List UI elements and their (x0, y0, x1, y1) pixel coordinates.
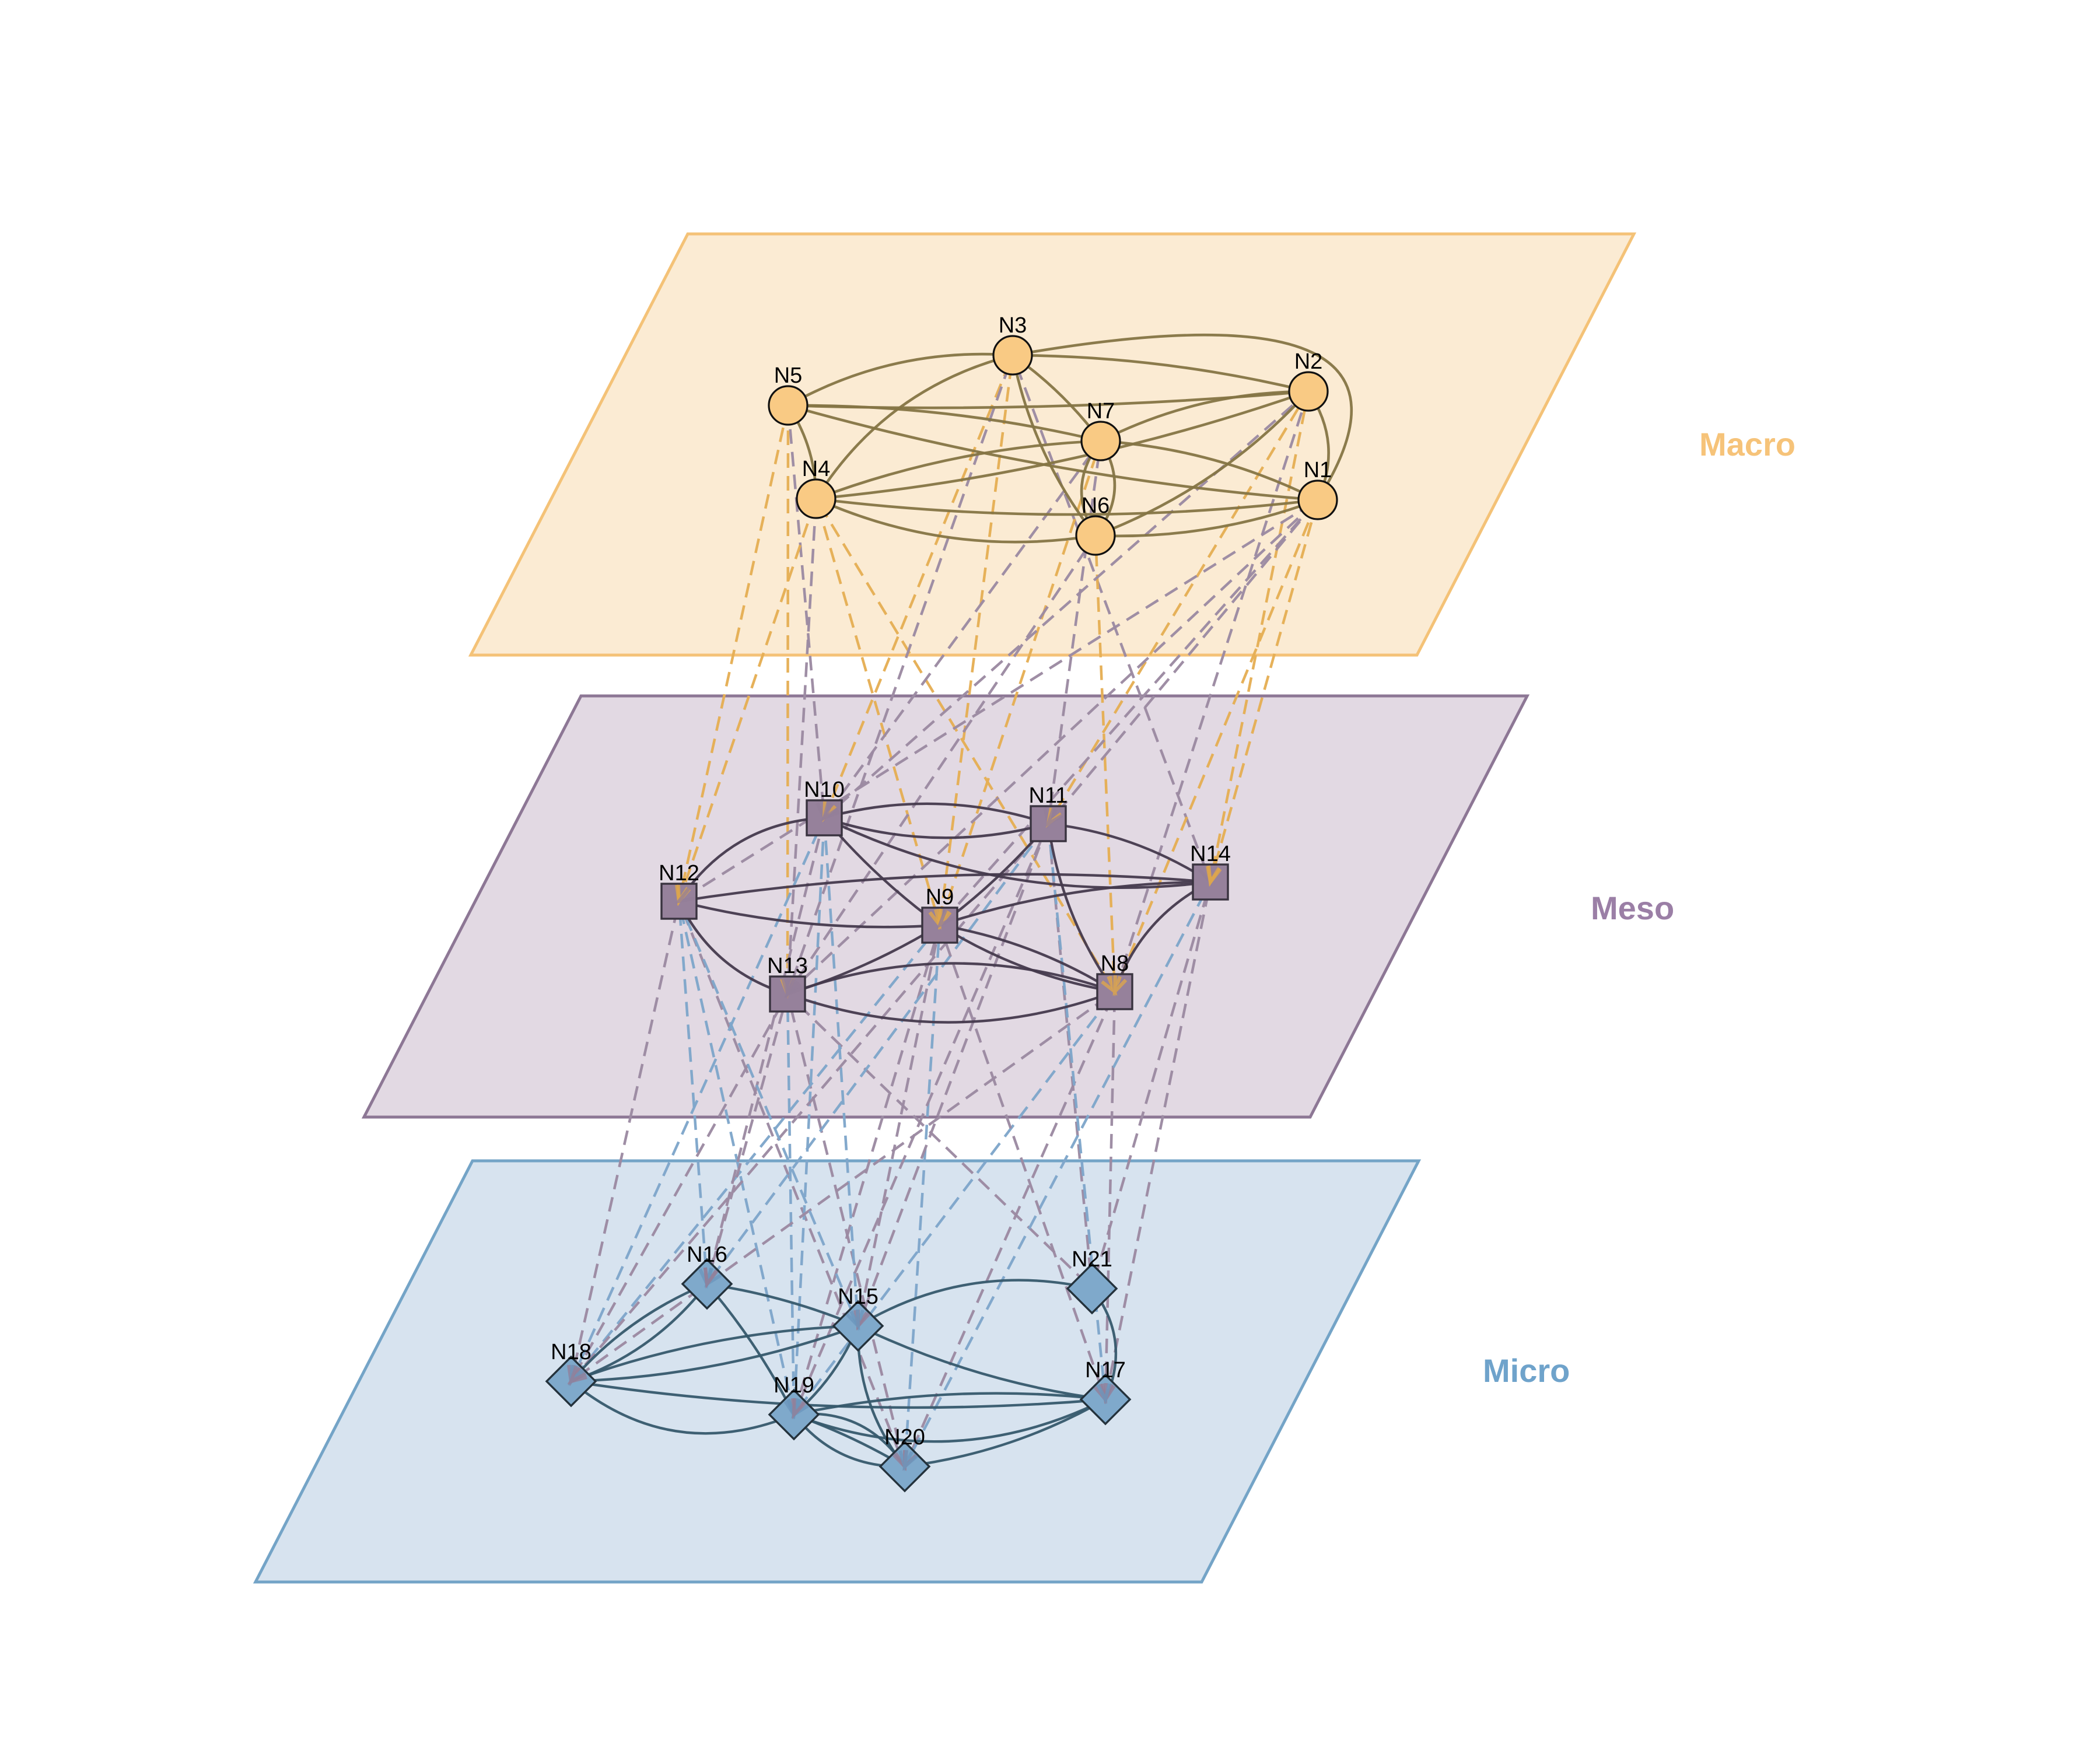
svg-text:N4: N4 (802, 457, 831, 481)
svg-text:N9: N9 (926, 885, 954, 909)
svg-text:N11: N11 (1029, 783, 1068, 808)
svg-text:N13: N13 (767, 954, 808, 978)
svg-text:N12: N12 (659, 861, 699, 886)
svg-text:N3: N3 (999, 313, 1027, 338)
svg-text:N16: N16 (687, 1242, 727, 1267)
svg-text:N15: N15 (838, 1284, 878, 1309)
svg-text:N5: N5 (774, 363, 803, 388)
svg-text:N1: N1 (1304, 458, 1332, 482)
svg-text:N8: N8 (1101, 951, 1129, 976)
svg-text:N6: N6 (1082, 494, 1110, 518)
svg-text:Macro: Macro (1699, 426, 1796, 463)
svg-text:N18: N18 (551, 1340, 592, 1364)
svg-text:Meso: Meso (1591, 890, 1674, 926)
svg-text:N14: N14 (1190, 842, 1231, 866)
svg-text:Micro: Micro (1483, 1352, 1570, 1389)
svg-text:N20: N20 (884, 1425, 925, 1450)
svg-text:N7: N7 (1087, 399, 1115, 424)
svg-text:N17: N17 (1085, 1358, 1126, 1382)
svg-text:N2: N2 (1294, 349, 1323, 374)
svg-text:N19: N19 (774, 1373, 814, 1398)
svg-text:N10: N10 (804, 778, 845, 802)
svg-text:N21: N21 (1072, 1247, 1112, 1272)
